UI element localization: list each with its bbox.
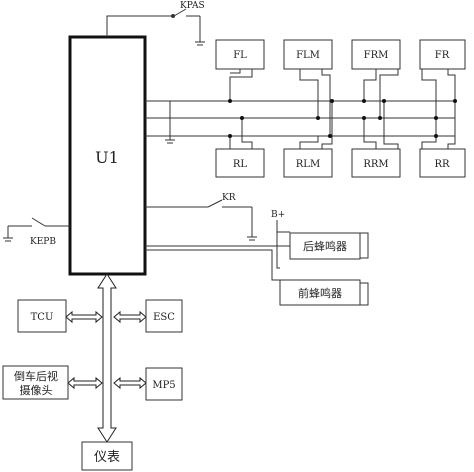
sensor-rr-box: [419, 148, 466, 178]
sensor-fr-label: FR: [435, 50, 450, 61]
sensor-fl-label: FL: [233, 50, 247, 61]
kr-switch: [145, 199, 257, 241]
rear-camera-label-line1: 倒车后视: [14, 369, 58, 383]
sensor-rr-label: RR: [434, 159, 450, 170]
rear-sensor-connections: [229, 101, 456, 149]
controller-u1-box: [68, 35, 147, 276]
sensor-flm-box: [283, 39, 333, 70]
bus-junction-dots: [228, 99, 457, 138]
front-buzzer-box: [279, 279, 361, 306]
kr-label: KR: [222, 193, 236, 203]
instrument-cluster-label: 仪表: [94, 450, 120, 465]
esc-label: ESC: [153, 312, 175, 323]
sensor-flm-label: FLM: [296, 50, 320, 61]
tcu-box: [17, 299, 67, 333]
vehicle-data-bus: [97, 273, 117, 443]
power-label: B+: [271, 210, 285, 220]
kpas-label: KPAS: [180, 1, 205, 11]
rear-buzzer-label: 后蜂鸣器: [303, 239, 347, 253]
sensor-fr-box: [419, 39, 466, 70]
sensor-frm-label: FRM: [364, 50, 389, 61]
sensor-rlm-box: [283, 148, 333, 178]
rear-buzzer-box: [289, 232, 361, 260]
mp5-label: MP5: [152, 380, 175, 391]
front-buzzer-label: 前蜂鸣器: [298, 286, 342, 300]
sensor-rrm-label: RRM: [363, 159, 388, 170]
buzzer-wiring: [145, 220, 369, 306]
rear-camera-label-line2: 摄像头: [20, 383, 53, 397]
kpas-switch: [106, 8, 205, 46]
esc-box: [145, 299, 183, 333]
kepb-label: KEPB: [30, 237, 56, 247]
sensor-bus-lines: [145, 100, 455, 144]
rear-sensors: [215, 148, 466, 178]
sensor-rl-label: RL: [233, 159, 248, 170]
controller-u1-label: U1: [95, 148, 119, 167]
front-sensors: [215, 39, 466, 70]
sensor-rl-box: [215, 148, 265, 178]
sensor-rlm-label: RLM: [296, 159, 320, 170]
sensor-fl-box: [215, 39, 265, 70]
rear-camera-box: [2, 365, 69, 400]
sensor-rrm-box: [351, 148, 401, 178]
front-sensor-connections: [229, 69, 456, 136]
mp5-box: [145, 367, 183, 401]
tcu-label: TCU: [31, 312, 54, 323]
sensor-frm-box: [351, 39, 401, 70]
instrument-cluster-box: [81, 441, 133, 471]
bus-branch-arrows: [65, 310, 147, 390]
kepb-switch: [3, 217, 70, 242]
